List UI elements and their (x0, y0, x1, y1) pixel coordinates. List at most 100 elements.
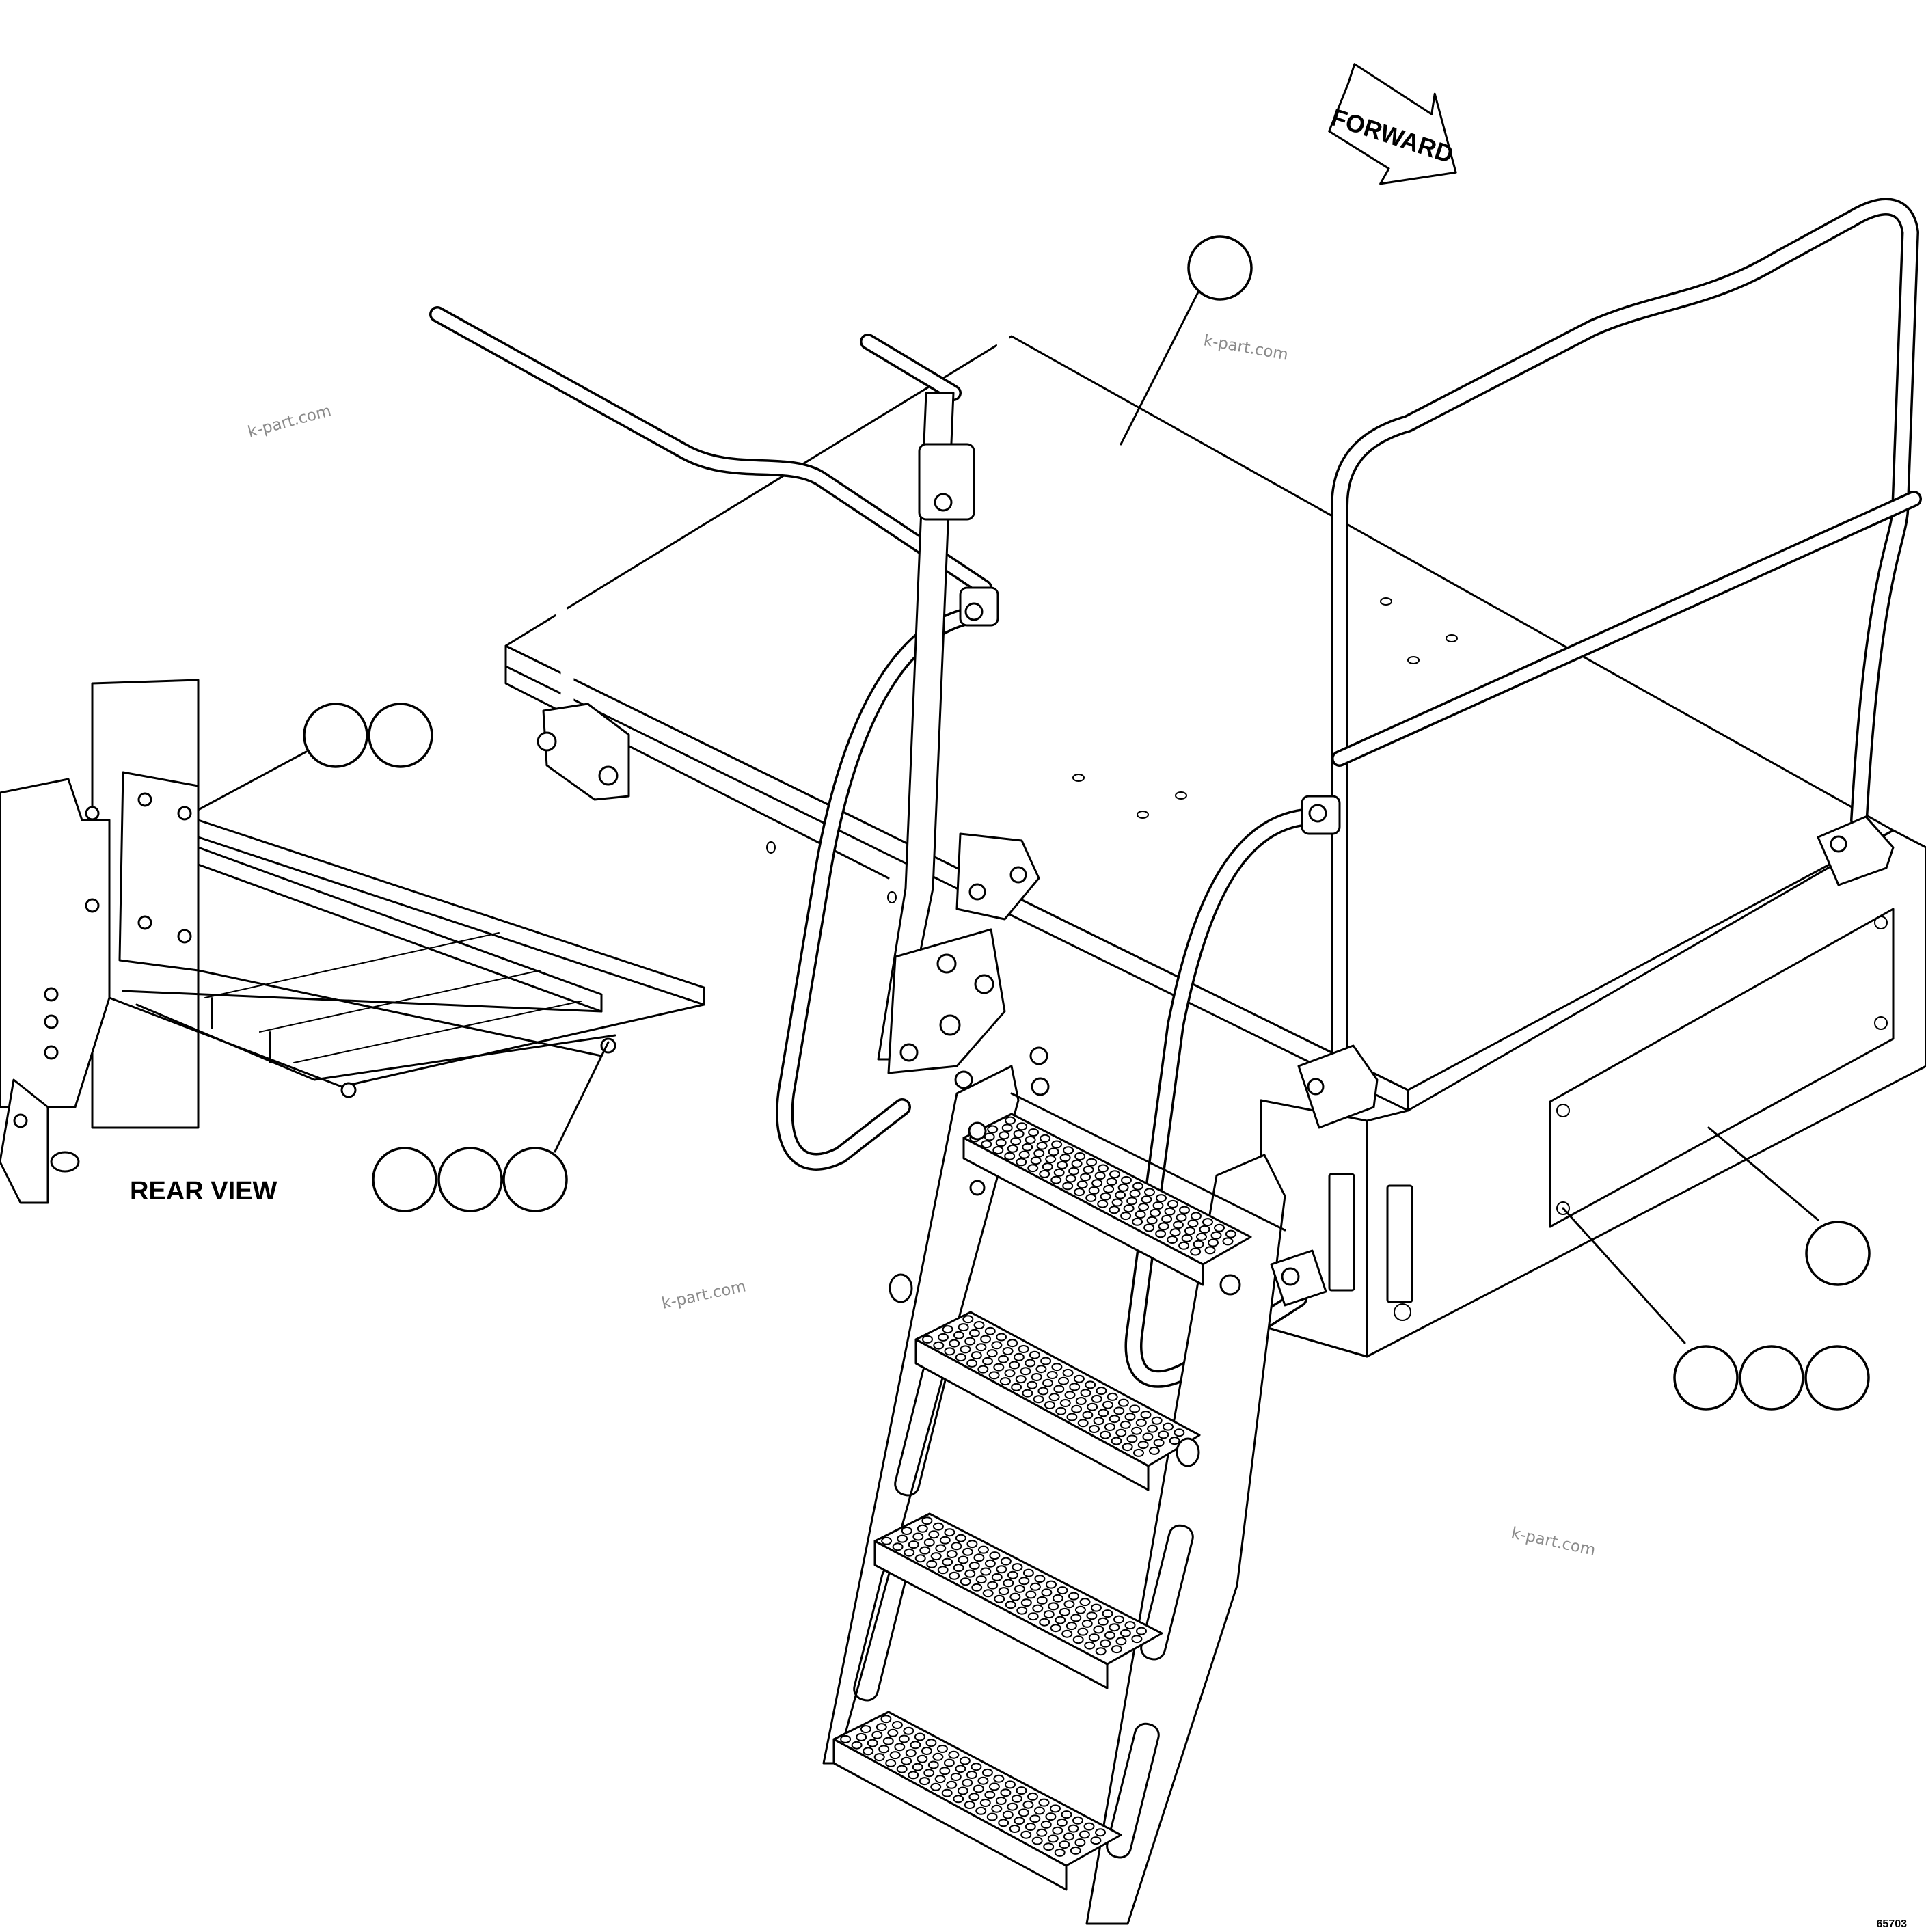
tread-hole (1068, 1592, 1079, 1601)
tread-hole (1022, 1800, 1034, 1809)
tread-hole (1113, 1406, 1125, 1415)
callout-circle (1187, 235, 1253, 301)
tread-hole (962, 1315, 974, 1324)
tread-hole (977, 1776, 989, 1785)
tread-hole (851, 1741, 863, 1750)
tread-hole (1122, 1443, 1133, 1452)
tread-hole (1093, 1417, 1104, 1426)
tread-hole (1080, 1173, 1091, 1182)
tread-hole (971, 1351, 982, 1360)
tread-hole (1109, 1206, 1120, 1214)
tread-hole (1199, 1225, 1210, 1234)
tread-hole (1014, 1817, 1025, 1825)
tread-hole (1176, 1213, 1187, 1222)
tread-hole (1040, 1134, 1051, 1143)
tread-hole (953, 1331, 964, 1339)
tread-hole (1131, 1426, 1143, 1435)
tread-hole (1178, 1241, 1190, 1250)
tread-hole (1048, 1147, 1059, 1156)
tread-hole (991, 1804, 1003, 1813)
tread-hole (994, 1594, 1005, 1603)
tread-hole (1057, 1586, 1068, 1595)
tread-hole (1059, 1154, 1071, 1162)
tread-hole (1153, 1439, 1165, 1447)
tread-hole (960, 1577, 971, 1586)
tread-hole (1033, 1806, 1045, 1815)
tread-hole (1025, 1823, 1036, 1831)
tread-hole (934, 1775, 946, 1784)
tread-hole (914, 1732, 925, 1741)
tread-hole (979, 1799, 991, 1807)
tread-hole (1057, 1160, 1068, 1169)
tread-hole (1009, 1361, 1020, 1370)
tread-hole (1040, 1820, 1052, 1829)
tread-hole (919, 1546, 931, 1555)
tread-hole (1051, 1140, 1063, 1149)
tread-hole (1097, 1617, 1109, 1626)
tread-hole (1050, 1624, 1061, 1633)
callout-circle (303, 703, 368, 768)
callout-circle (1739, 1345, 1804, 1411)
tread-hole (1161, 1214, 1173, 1223)
tread-hole (1005, 1116, 1016, 1125)
tread-hole (1073, 1374, 1085, 1383)
watermark-text: k-part.com (1510, 1524, 1597, 1559)
tread-hole (1042, 1162, 1053, 1171)
tread-hole (1000, 1557, 1012, 1566)
tread-hole (878, 1745, 890, 1754)
tread-hole (989, 1551, 1001, 1560)
tread-hole (1063, 1832, 1074, 1841)
tread-hole (1000, 1788, 1012, 1797)
tread-hole (1046, 1580, 1057, 1589)
tread-hole (1135, 1210, 1146, 1219)
tread-hole (917, 1524, 928, 1533)
tread-hole (1083, 1822, 1095, 1831)
drawing-number: 65703 (1877, 1918, 1908, 1930)
tread-hole (1089, 1425, 1100, 1433)
tread-hole (999, 1377, 1011, 1386)
tread-hole (973, 1553, 985, 1562)
tread-hole (996, 1565, 1007, 1574)
tread-hole (1075, 1397, 1087, 1405)
tread-hole (1018, 1808, 1029, 1817)
tread-hole (1038, 1798, 1050, 1807)
tread-hole (1054, 1848, 1066, 1857)
tread-hole (905, 1749, 917, 1758)
tread-hole (1048, 1393, 1060, 1402)
tread-hole (1074, 1188, 1085, 1197)
tread-hole (1136, 1627, 1147, 1635)
tread-hole (1069, 1383, 1081, 1391)
tread-hole (1147, 1424, 1158, 1433)
tread-hole (996, 1333, 1007, 1342)
platform-deck (504, 335, 1895, 1112)
tread-hole (1016, 1606, 1028, 1615)
tread-hole (944, 1528, 955, 1537)
tread-hole (930, 1782, 942, 1791)
tread-hole (1009, 1825, 1020, 1833)
tread-hole (998, 1819, 1009, 1827)
tread-hole (981, 1140, 992, 1149)
tread-hole (1111, 1198, 1123, 1207)
tread-hole (881, 1536, 893, 1545)
tread-hole (993, 1363, 1005, 1372)
tread-hole (973, 1321, 985, 1329)
tread-hole (897, 1534, 908, 1543)
forward-arrow: FORWARD (1328, 63, 1457, 185)
tread-hole (896, 1765, 908, 1773)
tread-hole (1074, 1838, 1086, 1847)
tread-hole (912, 1532, 924, 1541)
tread-hole (1016, 1158, 1027, 1167)
tread-hole (1003, 1579, 1014, 1588)
tread-hole (1204, 1246, 1216, 1255)
tread-hole (1077, 1627, 1089, 1636)
tread-hole (939, 1536, 951, 1545)
tread-hole (863, 1747, 874, 1756)
tread-hole (932, 1522, 944, 1531)
tread-hole (1002, 1810, 1014, 1819)
tread-hole (981, 1768, 993, 1777)
tread-hole (1115, 1428, 1127, 1437)
tread-hole (958, 1555, 969, 1564)
tread-hole (944, 1347, 955, 1356)
tread-hole (1009, 1592, 1021, 1601)
tread-hole (1126, 1197, 1138, 1206)
